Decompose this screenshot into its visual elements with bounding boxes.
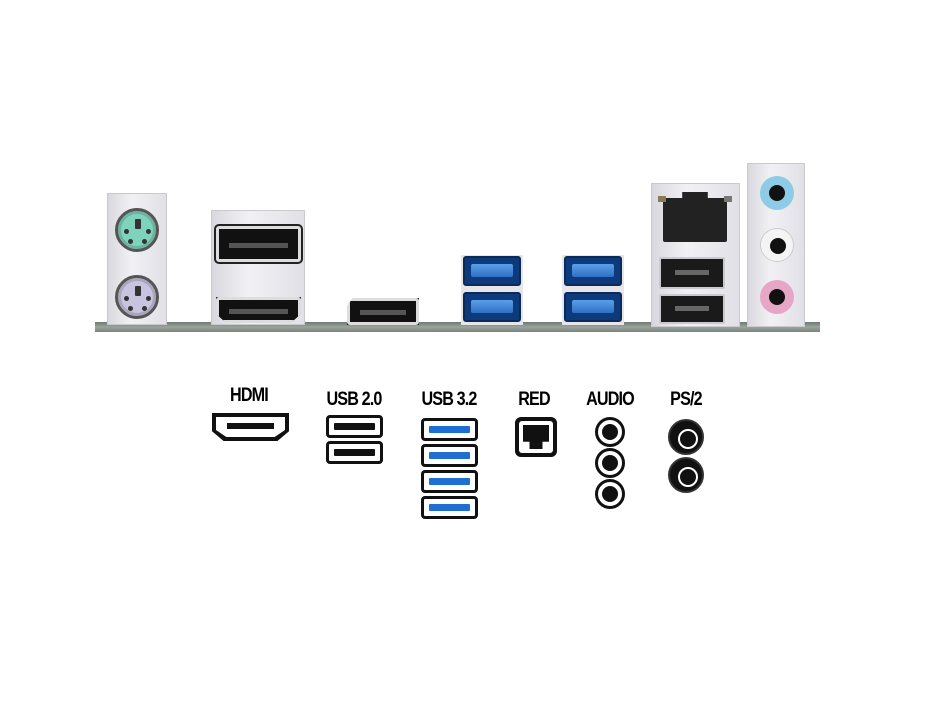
audio-jack-icon — [595, 417, 625, 447]
displayport-port — [214, 224, 303, 264]
legend-label-hdmi: HDMI — [230, 385, 269, 406]
legend-label-usb20: USB 2.0 — [326, 389, 382, 410]
usb32-stack-1 — [461, 255, 523, 325]
lan-led — [658, 196, 666, 202]
usb20-port — [659, 294, 725, 324]
audio-line-out-jack — [760, 228, 794, 262]
usb32-icon — [421, 496, 478, 519]
usb32-port — [463, 256, 521, 286]
usb32-port — [463, 292, 521, 322]
ps2-mouse-port — [115, 208, 159, 252]
audio-jack-icon — [595, 479, 625, 509]
legend-label-red: RED — [518, 389, 550, 410]
ps2-keyboard-port — [115, 275, 159, 319]
audio-line-in-jack — [760, 176, 794, 210]
ethernet-port — [663, 192, 727, 242]
usb20-port — [659, 257, 725, 289]
ps2-icon — [668, 419, 704, 455]
usb32-stack-2 — [562, 255, 624, 325]
usb32-port — [564, 256, 622, 286]
audio-jack-icon — [595, 448, 625, 478]
lan-led — [724, 196, 732, 202]
ps2-icon — [668, 457, 704, 493]
legend-label-ps2: PS/2 — [670, 389, 702, 410]
hdmi-port — [216, 297, 301, 323]
usb20-icon — [326, 415, 383, 438]
io-panel-board-edge — [95, 322, 820, 332]
displayport-port-2 — [347, 298, 419, 325]
usb32-icon — [421, 418, 478, 441]
hdmi-icon — [212, 413, 289, 441]
legend-label-audio: AUDIO — [586, 389, 635, 410]
usb32-icon — [421, 444, 478, 467]
legend-label-usb32: USB 3.2 — [421, 389, 477, 410]
audio-mic-jack — [760, 280, 794, 314]
usb32-port — [564, 292, 622, 322]
usb32-icon — [421, 470, 478, 493]
ethernet-icon — [515, 417, 557, 457]
usb20-icon — [326, 441, 383, 464]
